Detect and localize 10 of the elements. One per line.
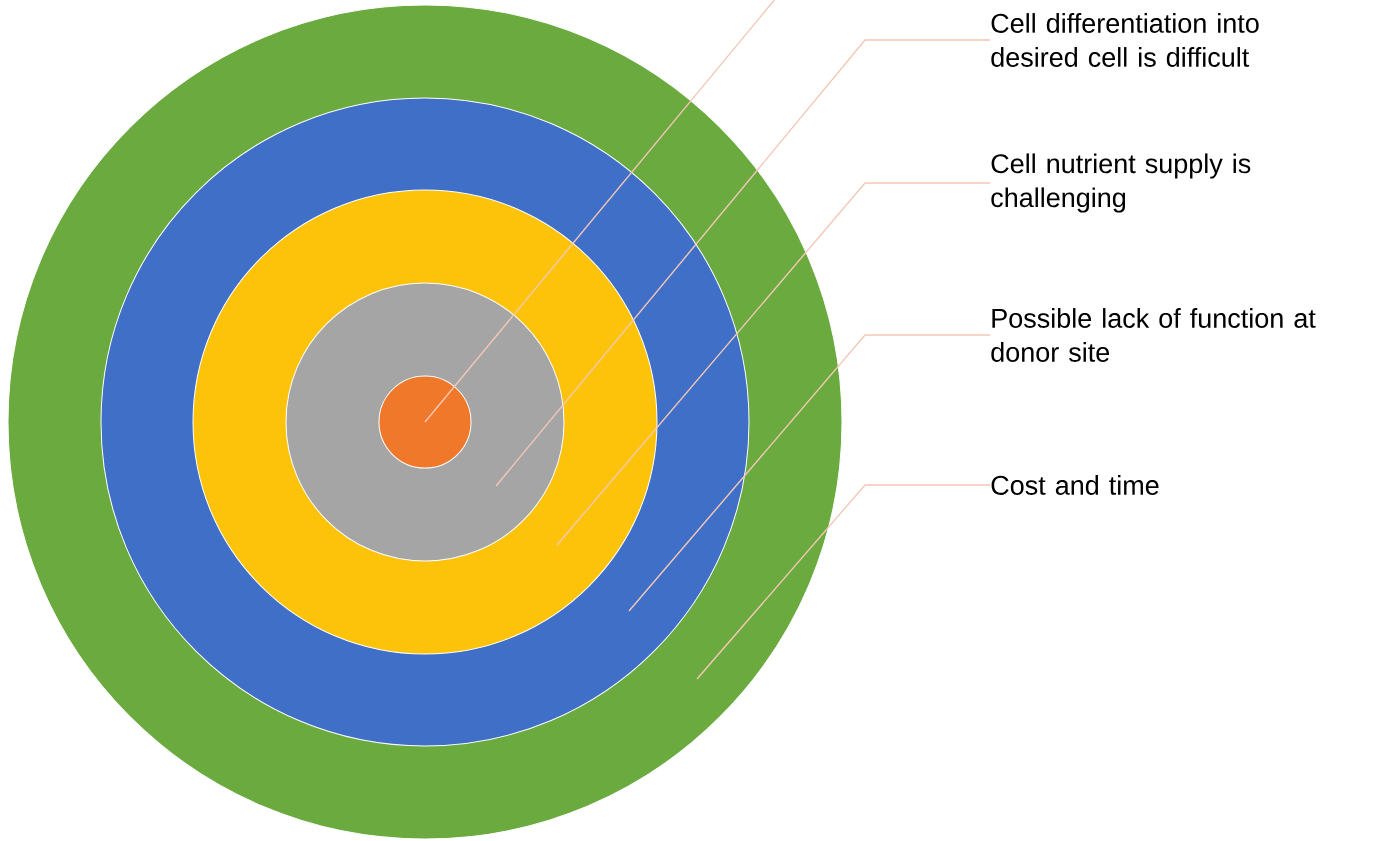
leader-line xyxy=(495,39,991,487)
label-text: Cell nutrient supply is challenging xyxy=(991,153,1251,213)
label-text: Possible lack of function at donor site xyxy=(991,308,1316,362)
target-ring xyxy=(378,375,472,469)
leader-line xyxy=(424,0,777,423)
leader-line xyxy=(556,182,991,546)
label-text: Cell differentiation into desired cell is difficult xyxy=(991,13,1259,67)
leader-line xyxy=(696,484,991,680)
label-text: Cost and time xyxy=(991,475,1159,495)
leader-line xyxy=(628,334,991,612)
